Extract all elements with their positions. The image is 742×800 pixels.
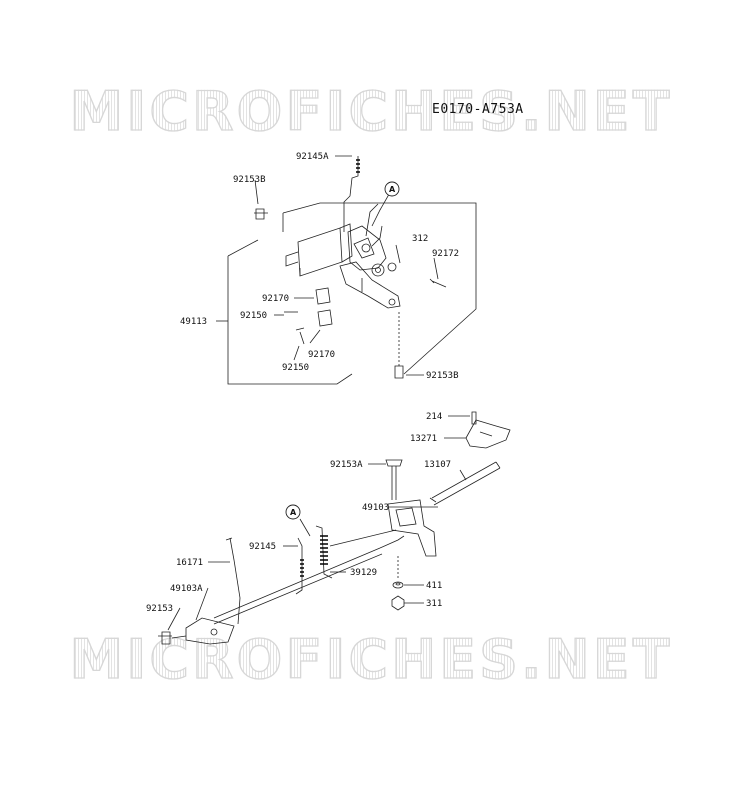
watermark-top: MICROFICHES.NET bbox=[0, 79, 742, 143]
part-label-92153B-bottom: 92153B bbox=[426, 371, 459, 381]
part-label-92153B-top: 92153B bbox=[233, 175, 266, 185]
part-label-92145: 92145 bbox=[249, 542, 276, 552]
part-label-49103A: 49103A bbox=[170, 584, 203, 594]
callout-a-bottom-label: A bbox=[290, 508, 297, 517]
part-label-214: 214 bbox=[426, 412, 442, 422]
part-label-39129: 39129 bbox=[350, 568, 377, 578]
callout-a-top: A bbox=[384, 181, 400, 197]
part-label-92150-b: 92150 bbox=[282, 363, 309, 373]
part-label-13107: 13107 bbox=[424, 460, 451, 470]
part-labels: 92145A 92153B 312 92172 92170 92150 4911… bbox=[146, 152, 459, 614]
part-label-92153: 92153 bbox=[146, 604, 173, 614]
part-label-92153A: 92153A bbox=[330, 460, 363, 470]
part-label-92170-a: 92170 bbox=[262, 294, 289, 304]
part-label-16171: 16171 bbox=[176, 558, 203, 568]
part-label-411: 411 bbox=[426, 581, 442, 591]
watermark-bottom: MICROFICHES.NET bbox=[0, 627, 742, 691]
callout-a-bottom: A bbox=[285, 504, 301, 520]
part-label-49113: 49113 bbox=[180, 317, 207, 327]
part-label-312: 312 bbox=[412, 234, 428, 244]
part-label-92170-b: 92170 bbox=[308, 350, 335, 360]
part-label-13271: 13271 bbox=[410, 434, 437, 444]
part-label-311: 311 bbox=[426, 599, 442, 609]
part-label-49103: 49103 bbox=[362, 503, 389, 513]
diagram-code: E0170-A753A bbox=[432, 102, 524, 117]
part-label-92172: 92172 bbox=[432, 249, 459, 259]
callout-a-top-label: A bbox=[389, 185, 396, 194]
part-label-92150-a: 92150 bbox=[240, 311, 267, 321]
part-label-92145A: 92145A bbox=[296, 152, 329, 162]
